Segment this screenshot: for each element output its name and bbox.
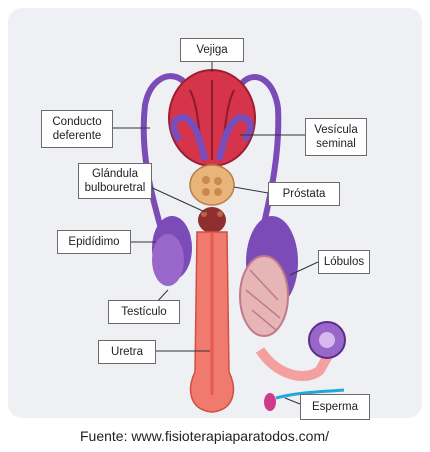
testicle-right-lobules (240, 256, 288, 336)
label-lobules: Lóbulos (318, 250, 370, 274)
label-sperm: Esperma (300, 394, 370, 420)
source-caption: Fuente: www.fisioterapiaparatodos.com/ (80, 428, 329, 444)
label-bulbourethral-gland: Glándula bulbouretral (78, 163, 152, 199)
label-bladder: Vejiga (180, 38, 244, 62)
sperm-head (264, 393, 276, 411)
prostate-shape (190, 165, 234, 205)
label-testicle: Testículo (108, 300, 180, 324)
label-prostate: Próstata (268, 182, 340, 206)
label-urethra: Uretra (98, 340, 156, 364)
label-seminal-vesicle: Vesícula seminal (305, 118, 367, 156)
label-vas-deferens: Conducto deferente (41, 110, 113, 148)
label-epididymis: Epidídimo (57, 230, 131, 254)
testicle-left (152, 234, 184, 286)
